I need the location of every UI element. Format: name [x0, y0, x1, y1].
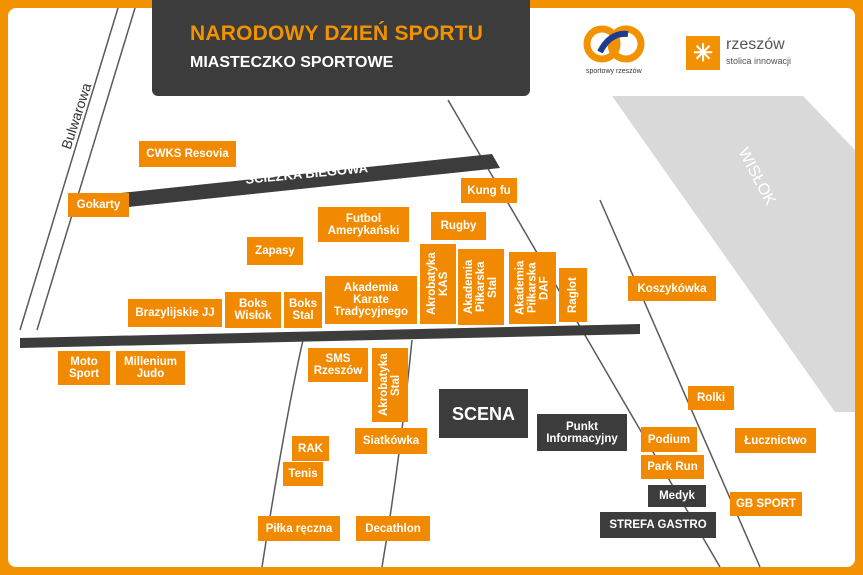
venue-punkt-informacyjny[interactable]: Punkt Informacyjny [537, 414, 627, 451]
sportowy-logo-text: sportowy rzeszów [586, 68, 642, 75]
sportowy-rzeszow-logo: sportowy rzeszów [580, 22, 652, 78]
sciezka-biegowa-path [92, 154, 500, 210]
venue-brazylijskie-jj[interactable]: Brazylijskie JJ [128, 299, 222, 327]
bulwarowa-street-edge [19, 7, 119, 331]
venue-millenium-judo[interactable]: Millenium Judo [116, 351, 185, 385]
page-subtitle: MIASTECZKO SPORTOWE [190, 54, 394, 71]
venue-futbol-amerykanski[interactable]: Futbol Amerykański [318, 207, 409, 242]
venue-moto-sport[interactable]: Moto Sport [58, 351, 110, 385]
venue-lucznictwo[interactable]: Łucznictwo [735, 428, 816, 453]
venue-boks-stal[interactable]: Boks Stal [284, 292, 322, 328]
venue-medyk[interactable]: Medyk [648, 485, 706, 507]
venue-sms-rzeszow[interactable]: SMS Rzeszów [308, 348, 368, 382]
venue-akrobatyka-kas[interactable]: Akrobatyka KAS [420, 244, 456, 324]
rzeszow-logo-name: rzeszów [726, 36, 785, 53]
venue-pilka-reczna[interactable]: Piłka ręczna [258, 516, 340, 541]
venue-akrobatyka-stal[interactable]: Akrobatyka Stal [372, 348, 408, 422]
venue-rak[interactable]: RAK [292, 436, 329, 461]
venue-koszykowka[interactable]: Koszykówka [628, 276, 716, 301]
bulwarowa-street-edge [36, 7, 136, 331]
rzeszow-logo-tagline: stolica innowacji [726, 56, 792, 66]
venue-raglot[interactable]: Raglot [559, 268, 587, 322]
rzeszow-logo-icon: ✳ [686, 36, 720, 70]
venue-park-run[interactable]: Park Run [641, 455, 704, 479]
venue-boks-wislok[interactable]: Boks Wisłok [225, 292, 281, 328]
venue-rolki[interactable]: Rolki [688, 386, 734, 410]
river-wislok [612, 96, 855, 412]
venue-akademia-karate[interactable]: Akademia Karate Tradycyjnego [325, 276, 417, 324]
venue-rugby[interactable]: Rugby [431, 212, 486, 240]
header-banner: NARODOWY DZIEŃ SPORTU MIASTECZKO SPORTOW… [152, 0, 530, 96]
venue-gokarty[interactable]: Gokarty [68, 193, 129, 217]
venue-siatkowka[interactable]: Siatkówka [355, 428, 427, 454]
venue-scena[interactable]: SCENA [439, 389, 528, 438]
venue-zapasy[interactable]: Zapasy [247, 237, 303, 265]
venue-decathlon[interactable]: Decathlon [356, 516, 430, 541]
sportowy-logo-icon [583, 25, 645, 63]
venue-gb-sport[interactable]: GB SPORT [730, 492, 802, 516]
page-title: NARODOWY DZIEŃ SPORTU [190, 22, 484, 45]
venue-kung-fu[interactable]: Kung fu [461, 178, 517, 203]
venue-akademia-pilkarska-stal[interactable]: Akademia Piłkarska Stal [458, 249, 504, 325]
rzeszow-logo: ✳ rzeszów stolica innowacji [686, 36, 806, 72]
main-avenue [20, 324, 640, 348]
venue-podium[interactable]: Podium [641, 427, 697, 452]
venue-tenis[interactable]: Tenis [283, 462, 323, 486]
venue-strefa-gastro[interactable]: STREFA GASTRO [600, 512, 716, 538]
venue-cwks-resovia[interactable]: CWKS Resovia [139, 141, 236, 167]
venue-akademia-pilkarska-daf[interactable]: Akademia Piłkarska DAF [509, 252, 556, 324]
